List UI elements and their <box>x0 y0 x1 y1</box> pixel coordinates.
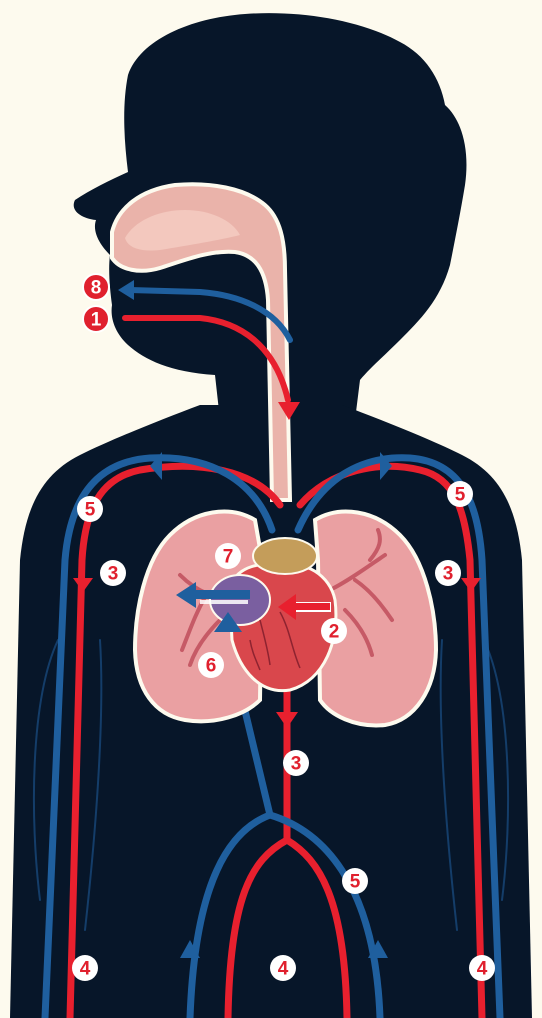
heart-out-arrow-highlight <box>200 600 248 604</box>
badge-left-arm-mid: 3 <box>100 560 126 586</box>
badge-mouth-in-label: 1 <box>91 310 102 331</box>
badge-left-leg: 4 <box>72 955 98 981</box>
badge-lower-body-label: 4 <box>278 959 289 980</box>
badge-right-arm-mid: 3 <box>435 560 461 586</box>
badge-right-arm-upper: 5 <box>447 481 473 507</box>
badge-heart-right-label: 2 <box>329 622 340 643</box>
badge-aorta: 3 <box>283 750 309 776</box>
badge-heart-left-bottom: 6 <box>198 652 224 678</box>
badge-heart-right: 2 <box>321 618 347 644</box>
badge-left-arm-upper-label: 5 <box>85 500 96 521</box>
badge-left-arm-mid-label: 3 <box>108 564 119 585</box>
badge-right-arm-mid-label: 3 <box>443 564 454 585</box>
badge-right-leg: 4 <box>469 955 495 981</box>
badge-vena-cava: 5 <box>342 868 368 894</box>
badge-right-leg-label: 4 <box>477 959 488 980</box>
heart-out-arrow-shaft <box>195 590 250 599</box>
badge-vena-cava-label: 5 <box>350 872 361 893</box>
badge-lower-body: 4 <box>270 955 296 981</box>
left-atrium <box>253 538 317 574</box>
heart-in-arrow-body <box>296 603 330 610</box>
badge-mouth-out: 8 <box>83 274 109 300</box>
badge-heart-left-top-label: 7 <box>223 547 234 568</box>
badge-mouth-out-label: 8 <box>91 278 102 299</box>
badge-right-arm-upper-label: 5 <box>455 485 466 506</box>
badge-heart-left-top: 7 <box>215 543 241 569</box>
badge-heart-left-bottom-label: 6 <box>206 656 217 677</box>
badge-left-leg-label: 4 <box>80 959 91 980</box>
badge-mouth-in: 1 <box>83 306 109 332</box>
badge-aorta-label: 3 <box>291 754 302 775</box>
badge-left-arm-upper: 5 <box>77 496 103 522</box>
